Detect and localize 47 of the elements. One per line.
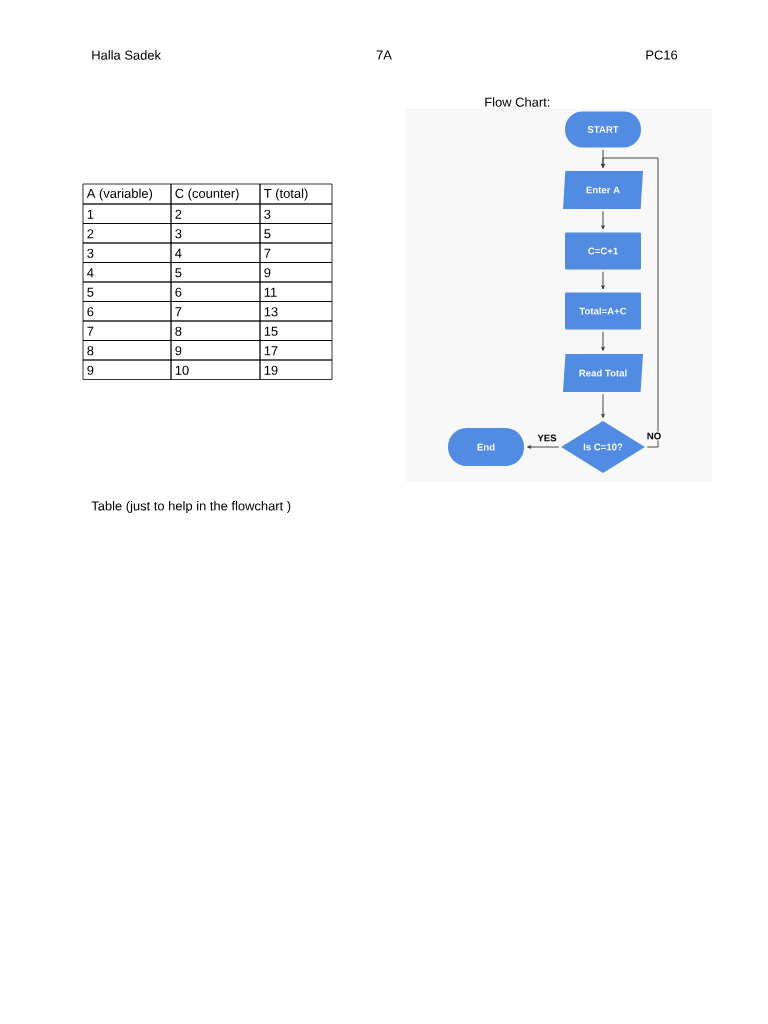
edge-label: YES <box>536 433 558 443</box>
arrow <box>601 393 605 418</box>
process-box: C=C+1 <box>565 232 641 270</box>
table-cell: 15 <box>259 320 333 341</box>
table-cell: 10 <box>170 359 261 380</box>
header-text: Halla Sadek <box>92 50 161 60</box>
table-cell: 3 <box>170 223 261 244</box>
table-cell: 6 <box>170 281 261 302</box>
input-parallelogram: Read Total <box>563 354 643 392</box>
table-cell: 5 <box>259 223 333 244</box>
header-text: PC16 <box>646 50 678 60</box>
edge-label: NO <box>645 431 663 441</box>
arrow <box>527 445 560 449</box>
process-box: Total=A+C <box>565 292 641 330</box>
input-parallelogram: Enter A <box>563 171 643 209</box>
table-cell: 2 <box>82 223 172 244</box>
table-cell: 11 <box>259 281 333 302</box>
table-cell: 9 <box>170 340 261 361</box>
table-cell: 9 <box>82 359 172 380</box>
table-cell: 8 <box>82 340 172 361</box>
table-cell: 3 <box>259 203 333 224</box>
table-cell: 13 <box>259 301 333 322</box>
table-cell: 7 <box>82 320 172 341</box>
caption-text: Table (just to help in the flowchart ) <box>91 501 291 514</box>
table-cell: 5 <box>170 262 261 283</box>
table-cell: 4 <box>170 242 261 263</box>
table-cell: 7 <box>259 242 333 263</box>
table-header-cell: T (total) <box>259 183 333 205</box>
table-cell: 6 <box>82 301 172 322</box>
table-cell: 19 <box>259 359 333 380</box>
table-header-cell: A (variable) <box>82 183 172 205</box>
table-cell: 4 <box>82 262 172 283</box>
arrow <box>601 271 605 290</box>
arrow <box>601 210 605 230</box>
table-header-cell: C (counter) <box>170 183 261 205</box>
arrow <box>601 331 605 351</box>
arrow <box>601 157 659 448</box>
table-cell: 9 <box>259 262 333 283</box>
heading: Flow Chart: <box>485 97 550 107</box>
header-text: 7A <box>376 50 392 60</box>
table-cell: 5 <box>82 281 172 302</box>
table-cell: 3 <box>82 242 172 263</box>
table-cell: 1 <box>82 203 172 224</box>
table-cell: 2 <box>170 203 261 224</box>
table-cell: 17 <box>259 340 333 361</box>
table-cell: 7 <box>170 301 261 322</box>
table-cell: 8 <box>170 320 261 341</box>
